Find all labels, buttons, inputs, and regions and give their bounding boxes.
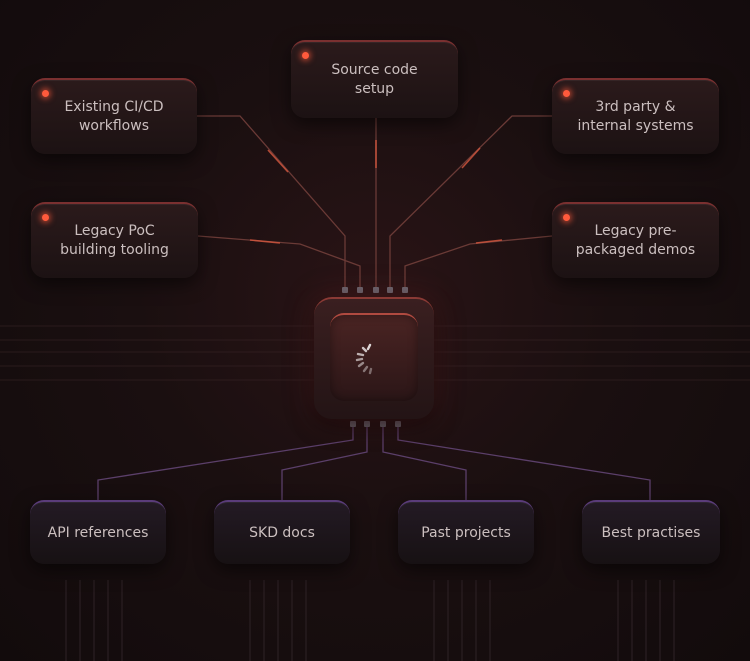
node-label: Legacy PoC building tooling bbox=[60, 223, 169, 258]
status-dot-icon bbox=[302, 52, 309, 59]
node-best-practises: Best practises bbox=[582, 500, 720, 564]
node-api-references: API references bbox=[30, 500, 166, 564]
bottom-traces bbox=[65, 580, 675, 661]
node-label: Existing CI/CD workflows bbox=[64, 99, 164, 134]
status-dot-icon bbox=[42, 214, 49, 221]
status-dot-icon bbox=[563, 214, 570, 221]
hub-chip-core bbox=[330, 313, 418, 401]
node-past-projects: Past projects bbox=[398, 500, 534, 564]
node-label: Legacy pre- packaged demos bbox=[575, 223, 696, 258]
node-label: SKD docs bbox=[249, 524, 315, 541]
node-label: Best practises bbox=[601, 524, 701, 541]
node-existing-ci-cd: Existing CI/CD workflows bbox=[31, 78, 197, 154]
node-legacy-poc: Legacy PoC building tooling bbox=[31, 202, 198, 278]
status-dot-icon bbox=[563, 90, 570, 97]
node-third-party-systems: 3rd party & internal systems bbox=[552, 78, 719, 154]
node-source-code-setup: Source code setup bbox=[291, 40, 458, 118]
hub-pins bbox=[342, 287, 408, 427]
status-dot-icon bbox=[42, 90, 49, 97]
node-label: Source code setup bbox=[331, 62, 418, 97]
background-grid bbox=[0, 325, 750, 381]
node-skd-docs: SKD docs bbox=[214, 500, 350, 564]
node-label: 3rd party & internal systems bbox=[577, 99, 694, 134]
node-label: Past projects bbox=[421, 524, 511, 541]
loader-ring-icon bbox=[355, 342, 390, 375]
top-connectors bbox=[196, 115, 553, 292]
connector-glows bbox=[249, 140, 503, 244]
node-legacy-demos: Legacy pre- packaged demos bbox=[552, 202, 719, 278]
node-label: API references bbox=[47, 524, 149, 541]
bottom-connectors bbox=[97, 427, 651, 500]
